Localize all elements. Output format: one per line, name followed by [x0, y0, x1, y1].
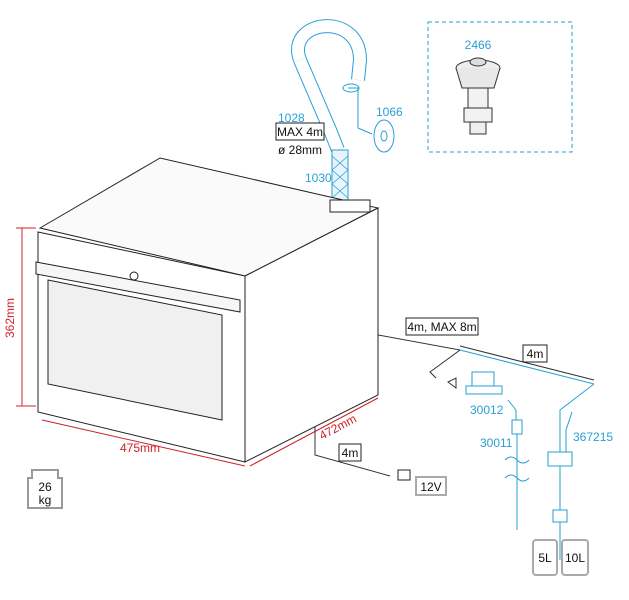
canister-5l-label: 5L	[538, 551, 552, 565]
water-extension-box	[522, 344, 548, 363]
canister-5l-icon	[532, 539, 558, 576]
fuse-icon	[397, 469, 411, 481]
pickup-tube-icon	[504, 399, 530, 530]
hose-diameter: ø 28mm	[278, 143, 322, 157]
part-label-pickup: 30011	[480, 436, 513, 450]
oven-window	[47, 279, 223, 421]
hood-detail: 2466	[427, 21, 573, 153]
weight-unit: kg	[39, 493, 52, 507]
canister-10l-label: 10L	[565, 551, 585, 565]
water-line-box	[405, 317, 479, 336]
weight-icon	[27, 469, 63, 509]
hood-icon	[455, 57, 501, 135]
canister-10l-icon	[561, 539, 589, 576]
power-cable-box	[338, 443, 362, 462]
valve-icon	[447, 371, 503, 395]
part-label-hood: 2466	[465, 38, 492, 52]
hose-max-box	[275, 122, 325, 141]
flange-icon	[373, 119, 395, 153]
canister-cap-icon	[547, 411, 573, 523]
part-label-hose: 1028	[278, 111, 305, 125]
water-line-length: 4m, MAX 8m	[407, 320, 476, 334]
dimension-lines	[16, 227, 379, 467]
exhaust-hose	[291, 19, 395, 209]
part-label-sleeve: 1030	[305, 171, 332, 185]
weight-value: 26	[38, 480, 52, 494]
hose-max-length: MAX 4m	[277, 125, 323, 139]
power-supply-label: 12V	[420, 480, 441, 494]
oven-handle	[35, 261, 241, 313]
water-extension-length: 4m	[527, 347, 544, 361]
dimension-height: 362mm	[3, 298, 17, 338]
part-label-valve: 30012	[470, 403, 504, 417]
power-cable-length: 4m	[342, 446, 359, 460]
water-lines	[314, 334, 595, 560]
dimension-width: 475mm	[120, 441, 160, 455]
oven-unit	[35, 157, 380, 463]
part-label-flange: 1066	[376, 105, 403, 119]
part-label-cap: 367215	[573, 430, 613, 444]
oven-latch	[129, 271, 139, 281]
detail-frame	[427, 21, 573, 153]
battery-icon	[415, 476, 447, 496]
